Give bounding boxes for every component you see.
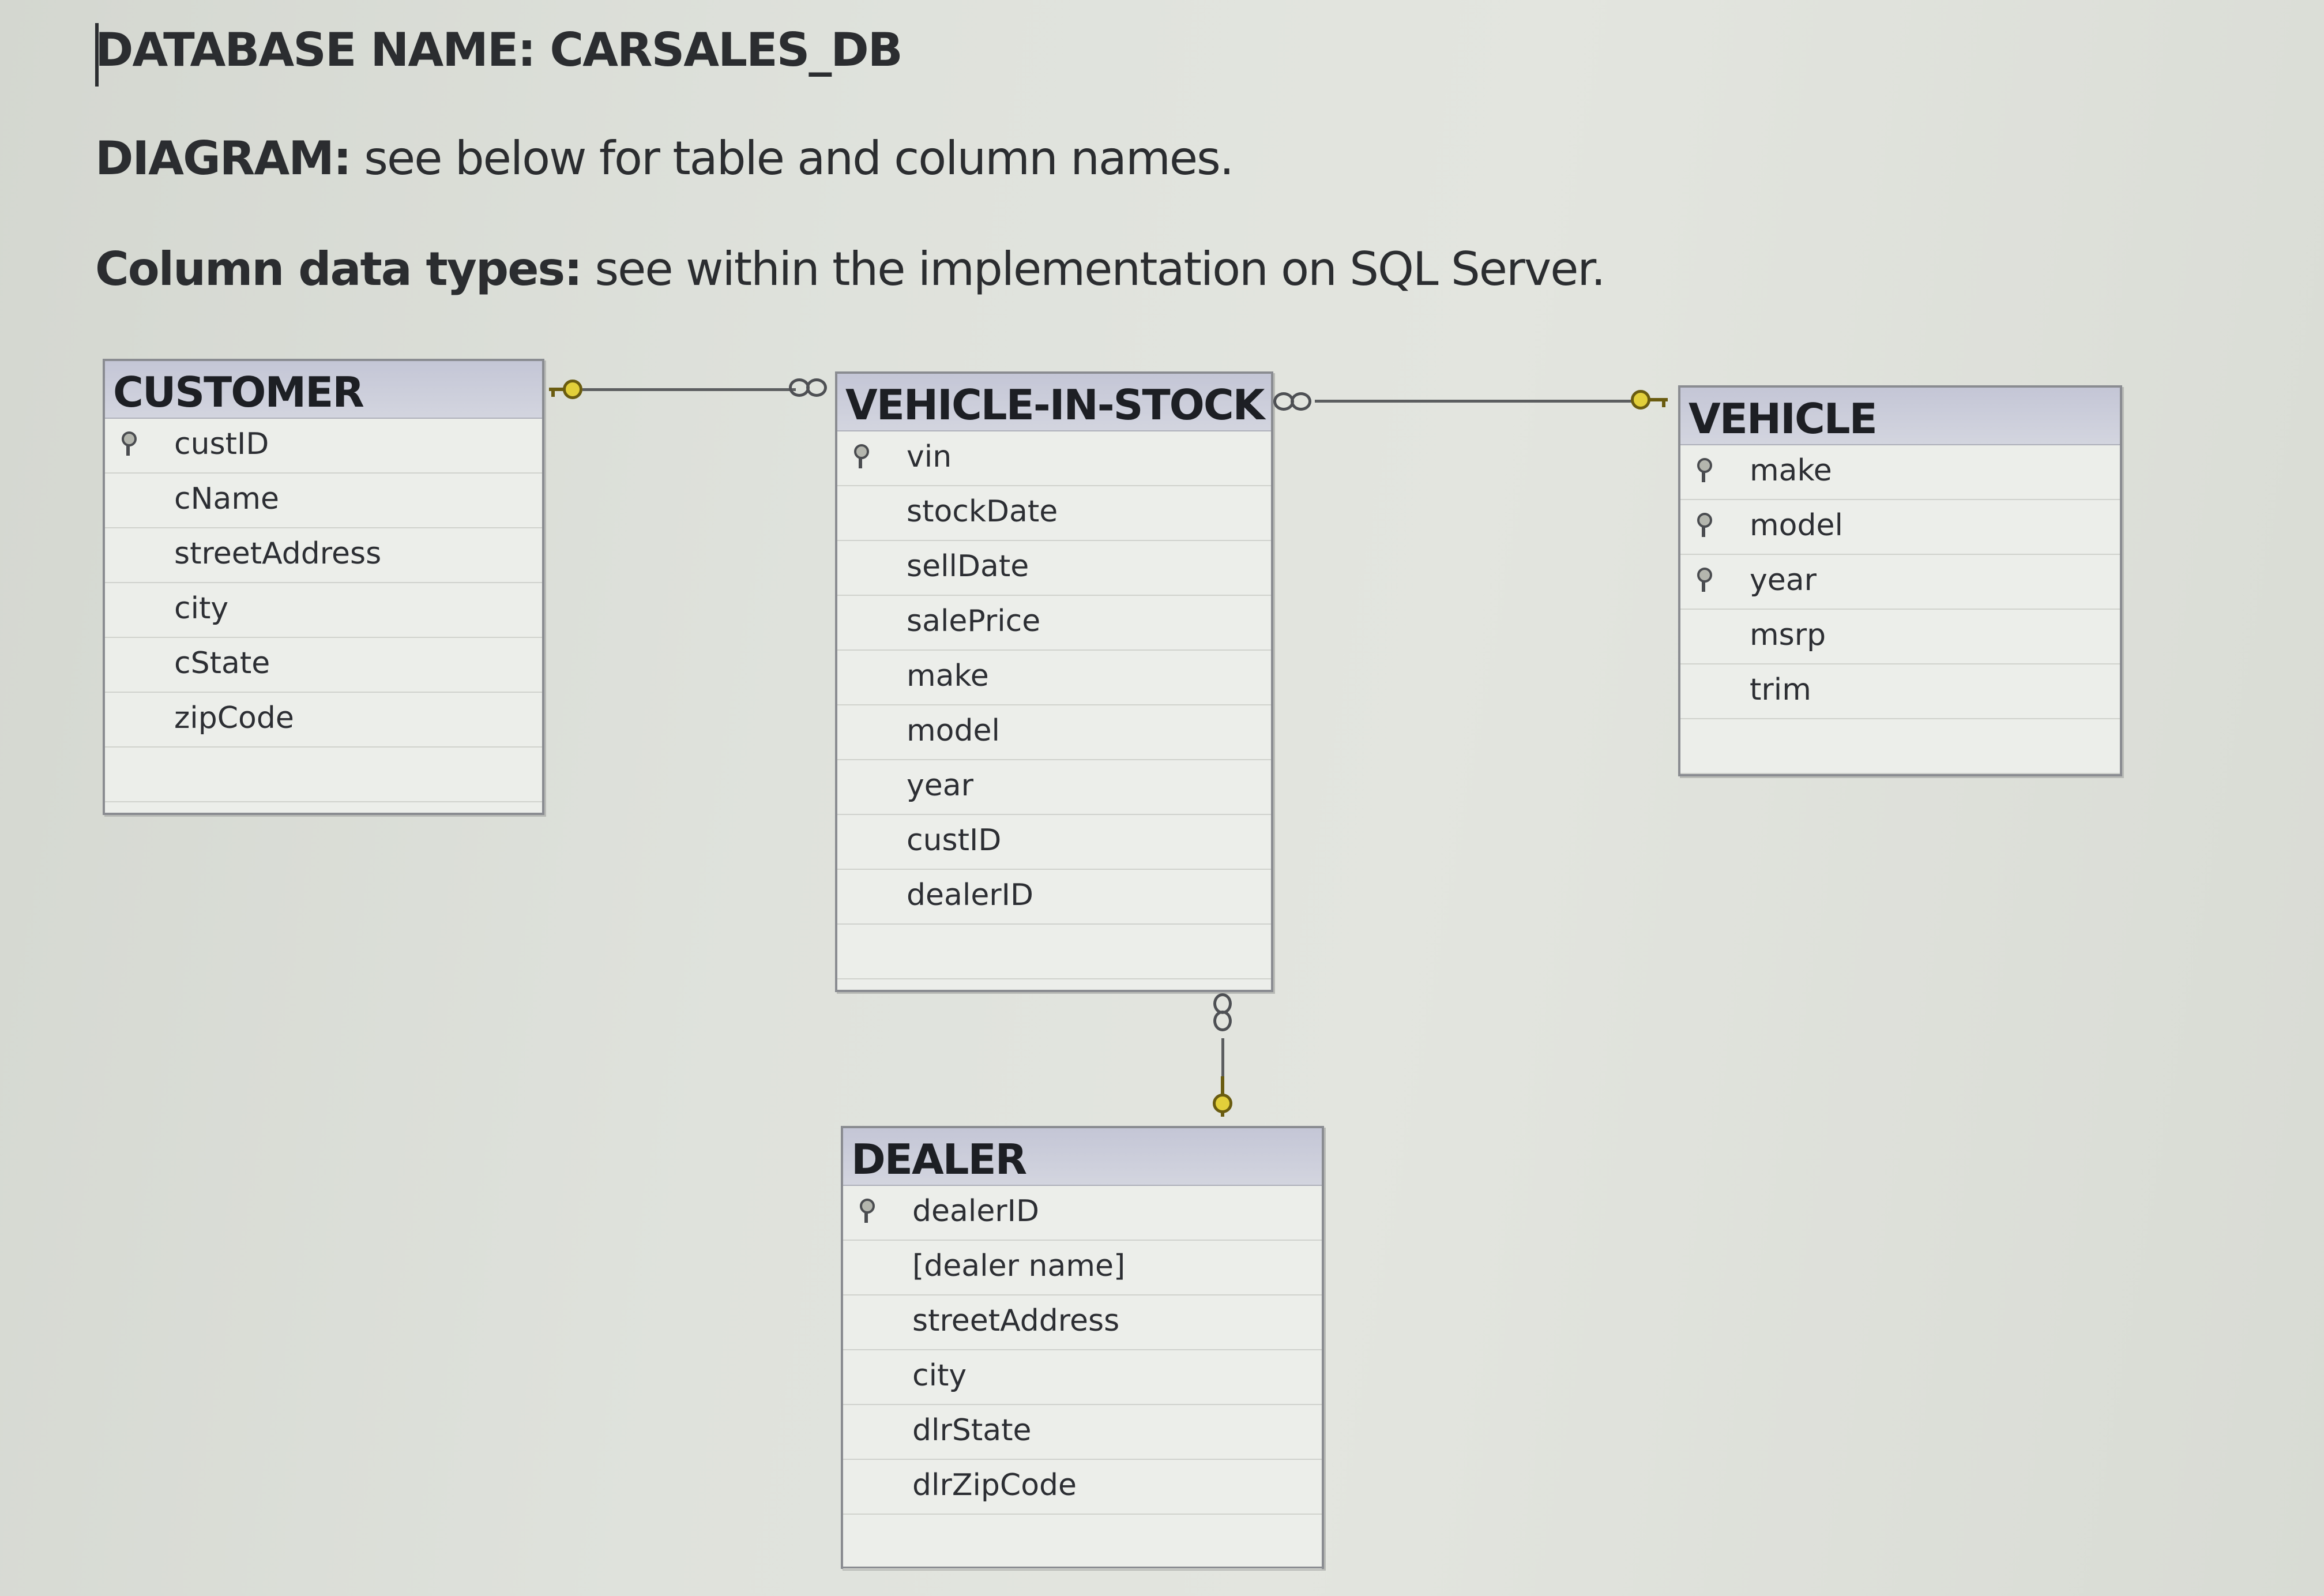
column-name: year	[907, 768, 974, 803]
customer-table-title: CUSTOMER	[105, 361, 542, 419]
primary-key-icon	[120, 431, 137, 458]
diagram-note: DIAGRAM: see below for table and column …	[95, 132, 1234, 185]
column-name: [dealer name]	[912, 1249, 1126, 1283]
database-name-heading: DATABASE NAME: CARSALES_DB	[95, 23, 903, 87]
customer-column-list: custID cName streetAddress city cState zipCod…	[105, 419, 542, 802]
primary-key-icon	[1695, 458, 1712, 485]
column-name: custID	[174, 427, 269, 461]
column-name: year	[1750, 563, 1817, 598]
column-types-text: see within the implementation on SQL Ser…	[581, 242, 1605, 296]
column-name: msrp	[1750, 618, 1826, 652]
column-row[interactable]: [dealer name]	[843, 1241, 1322, 1295]
dealer-table-title: DEALER	[843, 1128, 1322, 1186]
diagram-text: see below for table and column names.	[350, 132, 1234, 185]
column-name: city	[174, 591, 229, 626]
column-row[interactable]: custID	[837, 815, 1271, 870]
customer-table[interactable]: CUSTOMER custID cName streetAddress city cSt…	[103, 359, 544, 815]
column-row[interactable]: dlrState	[843, 1405, 1322, 1460]
column-row[interactable]: vin	[837, 431, 1271, 486]
column-name: sellDate	[907, 549, 1029, 584]
column-name: streetAddress	[174, 536, 382, 571]
column-row[interactable]: streetAddress	[105, 528, 542, 583]
customer-one-key-icon	[549, 378, 584, 401]
primary-key-icon	[852, 444, 869, 471]
column-row[interactable]: stockDate	[837, 486, 1271, 541]
column-name: dlrZipCode	[912, 1468, 1077, 1503]
column-name: trim	[1750, 673, 1811, 707]
column-row[interactable]: city	[843, 1350, 1322, 1405]
dealer-table[interactable]: DEALER dealerID [dealer name] streetAddres…	[841, 1126, 1324, 1569]
column-name: model	[1750, 508, 1843, 543]
column-name: vin	[907, 440, 952, 474]
vehicle-in-stock-vehicle-relationship-line[interactable]	[1315, 400, 1632, 403]
column-row[interactable]: sellDate	[837, 541, 1271, 596]
vehicle-in-stock-many-infinity-icon	[789, 376, 835, 399]
column-row[interactable]: cName	[105, 474, 542, 528]
diagram-label: DIAGRAM:	[95, 132, 352, 185]
vehicle-table-title: VEHICLE	[1680, 388, 2120, 445]
column-name: salePrice	[907, 604, 1041, 639]
vehicle-table[interactable]: VEHICLE make model year msrp trim	[1678, 385, 2122, 776]
primary-key-icon	[1695, 513, 1712, 539]
column-row[interactable]: year	[1680, 555, 2120, 610]
column-name: dealerID	[907, 878, 1034, 912]
column-name: zipCode	[174, 701, 294, 735]
customer-vehicle-in-stock-relationship-line[interactable]	[582, 388, 796, 391]
column-name: custID	[907, 823, 1002, 858]
empty-column-row[interactable]	[1680, 719, 2120, 774]
column-row[interactable]: cState	[105, 638, 542, 693]
vehicle-column-list: make model year msrp trim	[1680, 445, 2120, 774]
empty-column-row[interactable]	[837, 925, 1271, 979]
primary-key-icon	[1695, 568, 1712, 594]
column-name: dlrState	[912, 1413, 1032, 1448]
vehicle-in-stock-many-infinity-icon	[1211, 993, 1234, 1039]
column-name: make	[1750, 453, 1832, 488]
column-row[interactable]: streetAddress	[843, 1295, 1322, 1350]
vehicle-one-key-icon	[1631, 389, 1671, 412]
column-row[interactable]: dlrZipCode	[843, 1460, 1322, 1515]
vehicle-in-stock-dealer-relationship-line[interactable]	[1221, 1038, 1224, 1079]
column-types-label: Column data types:	[95, 242, 582, 296]
column-name: make	[907, 659, 989, 693]
column-row[interactable]: year	[837, 760, 1271, 815]
dealer-one-key-icon	[1211, 1076, 1234, 1117]
column-row[interactable]: custID	[105, 419, 542, 474]
column-row[interactable]: trim	[1680, 664, 2120, 719]
vehicle-in-stock-many-infinity-icon	[1273, 390, 1319, 413]
column-row[interactable]: zipCode	[105, 693, 542, 748]
column-name: streetAddress	[912, 1304, 1120, 1338]
column-row[interactable]: dealerID	[843, 1186, 1322, 1241]
column-types-note: Column data types: see within the implem…	[95, 242, 1605, 296]
column-row[interactable]: dealerID	[837, 870, 1271, 925]
column-row[interactable]: model	[1680, 500, 2120, 555]
column-name: city	[912, 1358, 967, 1393]
column-name: stockDate	[907, 494, 1058, 529]
column-row[interactable]: make	[1680, 445, 2120, 500]
column-name: model	[907, 713, 1000, 748]
empty-column-row[interactable]	[843, 1515, 1322, 1569]
column-name: cState	[174, 646, 270, 681]
vehicle-in-stock-table[interactable]: VEHICLE-IN-STOCK vin stockDate sellDate sal…	[835, 371, 1273, 992]
primary-key-icon	[858, 1199, 875, 1225]
vehicle-in-stock-table-title: VEHICLE-IN-STOCK	[837, 374, 1271, 431]
column-row[interactable]: model	[837, 705, 1271, 760]
column-name: dealerID	[912, 1194, 1040, 1229]
column-name: cName	[174, 482, 279, 516]
column-row[interactable]: salePrice	[837, 596, 1271, 651]
vehicle-in-stock-column-list: vin stockDate sellDate salePrice make model ye…	[837, 431, 1271, 979]
column-row[interactable]: make	[837, 651, 1271, 705]
dealer-column-list: dealerID [dealer name] streetAddress city dl…	[843, 1186, 1322, 1569]
column-row[interactable]: city	[105, 583, 542, 638]
column-row[interactable]: msrp	[1680, 610, 2120, 664]
empty-column-row[interactable]	[105, 748, 542, 802]
